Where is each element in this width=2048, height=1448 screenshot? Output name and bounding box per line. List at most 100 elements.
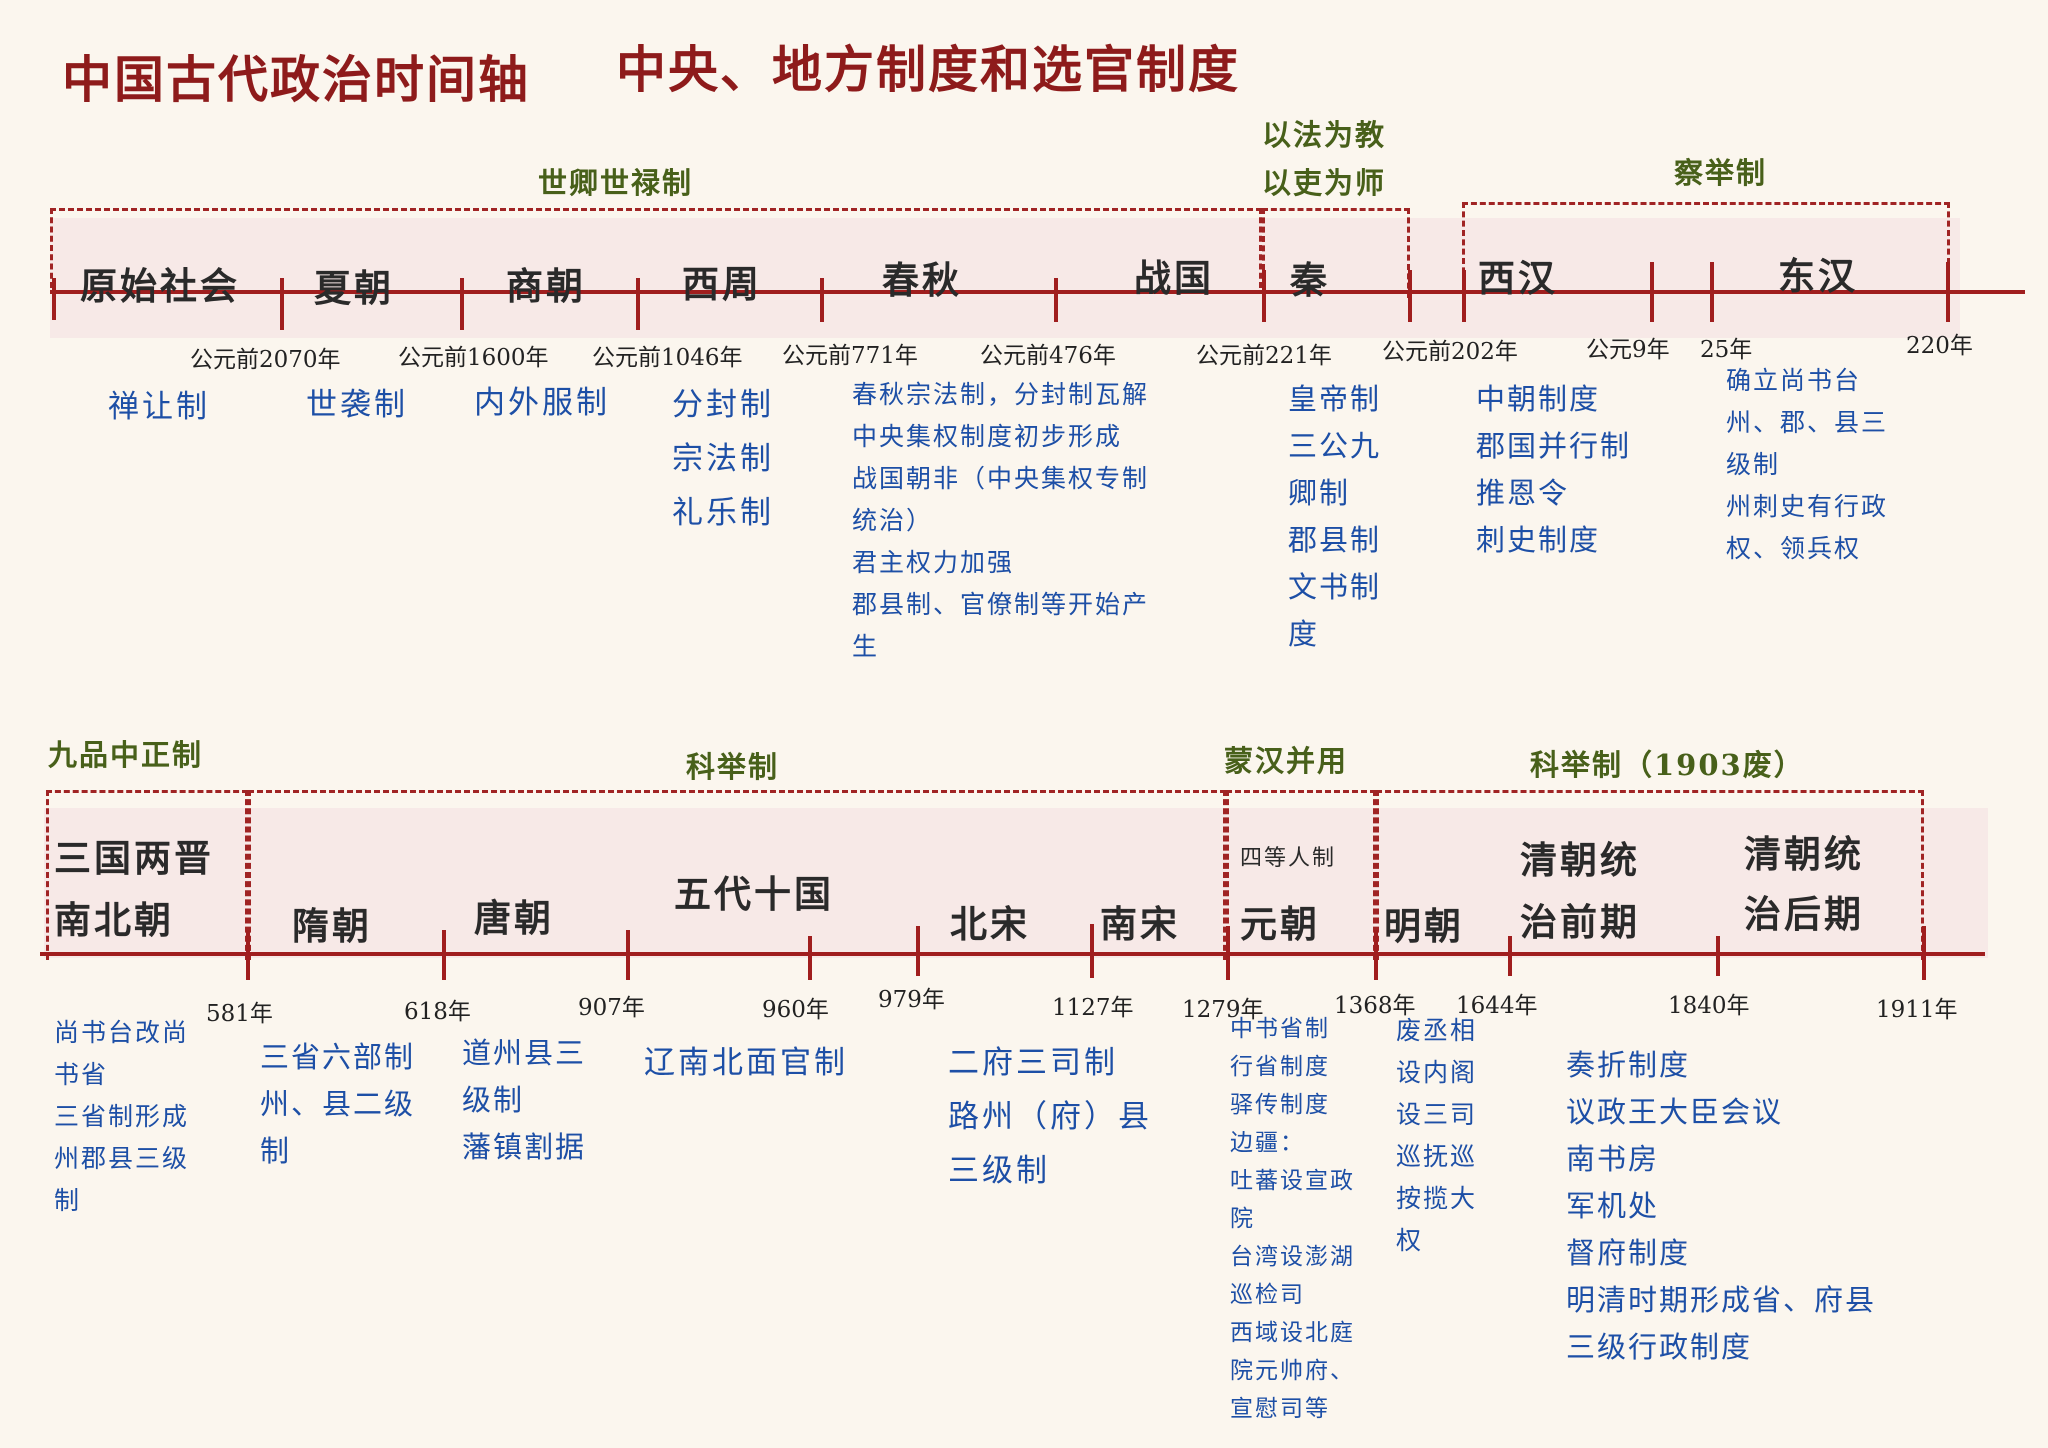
tick — [820, 278, 824, 322]
note-line: 三公九 — [1288, 429, 1382, 463]
tick — [1508, 936, 1512, 976]
tick — [460, 278, 464, 330]
bracket-chaju — [1462, 202, 1950, 292]
note-wudai: 辽南北面官制 — [644, 1036, 848, 1090]
year-label: 907年 — [578, 995, 645, 1021]
year-label: 公元前202年 — [1382, 339, 1518, 365]
dynasty-xihan: 西汉 — [1478, 256, 1558, 300]
year-label: 公元前1046年 — [592, 345, 743, 371]
note-yuan: 中书省制 行省制度 驿传制度 边疆： 吐蕃设宣政 院 台湾设澎湖 巡检司 西域设… — [1230, 1010, 1355, 1428]
note-line: 道州县三 — [462, 1036, 587, 1070]
system-qin-line2: 以吏为师 — [1262, 166, 1387, 200]
note-line: 巡抚巡 — [1396, 1142, 1478, 1171]
note-line: 南书房 — [1566, 1142, 1660, 1176]
dynasty-qin: 秦 — [1290, 258, 1330, 302]
note-line: 文书制 — [1288, 570, 1382, 604]
note-line: 制 — [260, 1134, 292, 1168]
note-xizhou: 分封制 宗法制 礼乐制 — [672, 378, 774, 540]
dynasty-wudai: 五代十国 — [674, 872, 834, 916]
tick — [1462, 270, 1466, 322]
bracket-keju-qing — [1376, 790, 1924, 960]
note-line: 郡县制、官僚制等开始产 — [852, 590, 1150, 619]
note-line: 路州（府）县 — [948, 1099, 1152, 1135]
system-jiupin: 九品中正制 — [48, 738, 204, 772]
dynasty-yuan: 元朝 — [1240, 902, 1320, 946]
note-line: 生 — [852, 632, 880, 661]
note-line: 确立尚书台 — [1726, 366, 1862, 395]
note-line: 权 — [1396, 1226, 1424, 1255]
note-chunqiu: 春秋宗法制，分封制瓦解 中央集权制度初步形成 战国朝非（中央集权专制 统治） 君… — [852, 374, 1149, 668]
dynasty-tang: 唐朝 — [474, 896, 554, 940]
note-line: 禅让制 — [108, 389, 210, 425]
year-label: 公元前771年 — [782, 343, 918, 369]
tick — [916, 926, 920, 976]
year-label: 979年 — [878, 987, 945, 1013]
note-line: 中书省制 — [1230, 1016, 1330, 1042]
tick — [246, 930, 250, 980]
note-line: 台湾设澎湖 — [1230, 1244, 1355, 1270]
bottom-axis — [40, 952, 1985, 956]
note-sanguo: 尚书台改尚 书省 三省制形成 州郡县三级 制 — [54, 1012, 189, 1222]
note-line: 吐蕃设宣政 — [1230, 1168, 1355, 1194]
note-line: 书省 — [54, 1060, 109, 1089]
year-label: 581年 — [206, 1001, 273, 1027]
note-line: 级制 — [462, 1083, 525, 1117]
system-chaju: 察举制 — [1674, 156, 1768, 190]
year-label: 1279年 — [1182, 997, 1264, 1023]
year-label: 公元前1600年 — [398, 345, 549, 371]
page-subtitle: 中央、地方制度和选官制度 — [616, 40, 1240, 99]
dynasty-chunqiu: 春秋 — [882, 258, 962, 302]
tick — [1054, 278, 1058, 322]
note-ming: 废丞相 设内阁 设三司 巡抚巡 按揽大 权 — [1396, 1010, 1477, 1262]
year-label: 1911年 — [1876, 997, 1958, 1023]
year-label: 1644年 — [1456, 993, 1538, 1019]
tick — [1262, 270, 1266, 322]
note-line: 统治） — [852, 506, 934, 535]
dynasty-sanguo-line2: 南北朝 — [54, 898, 174, 942]
dynasty-sanguo-line1: 三国两晋 — [54, 836, 214, 880]
note-line: 宗法制 — [672, 441, 774, 477]
note-line: 藩镇割据 — [462, 1130, 587, 1164]
tick — [1650, 262, 1654, 322]
bracket-menghan — [1226, 790, 1376, 960]
note-line: 宣慰司等 — [1230, 1396, 1330, 1422]
note-line: 院 — [1230, 1206, 1255, 1232]
note-line: 巡检司 — [1230, 1282, 1305, 1308]
note-line: 权、领兵权 — [1726, 534, 1862, 563]
note-sui: 三省六部制 州、县二级 制 — [260, 1034, 415, 1175]
note-line: 废丞相 — [1396, 1016, 1478, 1045]
tick — [280, 278, 284, 330]
note-line: 州、县二级 — [260, 1087, 416, 1121]
note-line: 按揽大 — [1396, 1184, 1478, 1213]
dynasty-beisong: 北宋 — [950, 902, 1030, 946]
note-shang: 内外服制 — [474, 376, 610, 430]
note-line: 议政王大臣会议 — [1566, 1095, 1784, 1129]
system-shiqing: 世卿世禄制 — [538, 166, 694, 200]
system-qin-line1: 以法为教 — [1262, 118, 1387, 152]
note-qing: 奏折制度 议政王大臣会议 南书房 军机处 督府制度 明清时期形成省、府县 三级行… — [1566, 1042, 1876, 1371]
bracket-qin — [1262, 208, 1410, 298]
note-line: 郡县制 — [1288, 523, 1382, 557]
note-line: 推恩令 — [1476, 476, 1570, 510]
system-sideng: 四等人制 — [1240, 846, 1337, 871]
tick — [1408, 270, 1412, 322]
note-line: 二府三司制 — [948, 1045, 1118, 1081]
dynasty-sui: 隋朝 — [292, 904, 372, 948]
note-line: 皇帝制 — [1288, 382, 1382, 416]
note-line: 三级制 — [948, 1153, 1050, 1189]
note-xia: 世袭制 — [306, 378, 408, 432]
note-primitive: 禅让制 — [108, 380, 210, 434]
system-keju-qing: 科举制（1903废） — [1530, 748, 1805, 782]
dynasty-qing-early-line2: 治前期 — [1520, 900, 1640, 944]
tick — [52, 278, 56, 320]
note-line: 督府制度 — [1566, 1236, 1691, 1270]
note-line: 战国朝非（中央集权专制 — [852, 464, 1150, 493]
note-line: 设内阁 — [1396, 1058, 1478, 1087]
dynasty-xia: 夏朝 — [314, 266, 394, 310]
year-label: 618年 — [404, 999, 471, 1025]
year-label: 960年 — [762, 997, 829, 1023]
tick — [636, 278, 640, 330]
tick — [1374, 930, 1378, 980]
note-line: 州郡县三级 — [54, 1144, 190, 1173]
note-line: 明清时期形成省、府县 — [1566, 1283, 1877, 1317]
